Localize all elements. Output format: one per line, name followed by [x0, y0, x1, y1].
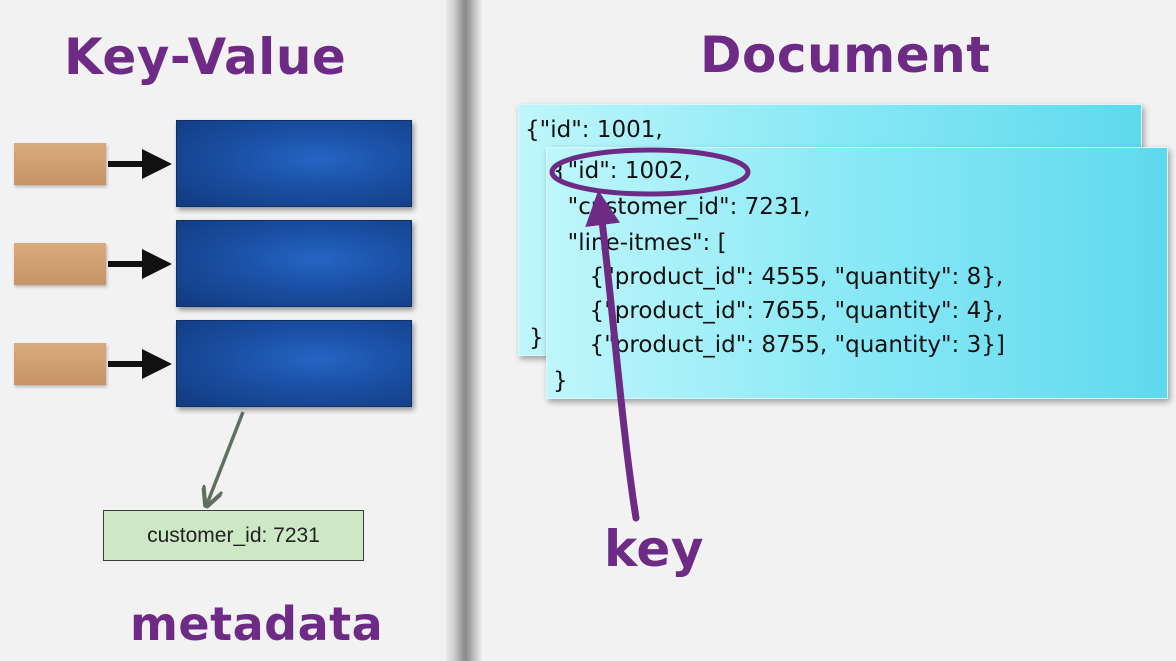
metadata-label: metadata — [130, 597, 384, 651]
back-doc-first-line: {"id": 1001, — [525, 117, 663, 143]
key-value-title: Key-Value — [64, 28, 347, 86]
metadata-arrow — [207, 411, 245, 504]
kv-value-block-2 — [176, 220, 412, 307]
doc-line-4: {"product_id": 4555, "quantity": 8}, — [553, 264, 1004, 290]
key-highlight-ellipse — [549, 147, 751, 197]
doc-line-5: {"product_id": 7655, "quantity": 4}, — [553, 298, 1004, 324]
kv-key-block-3 — [14, 343, 106, 385]
key-pointer-arrow — [585, 190, 640, 522]
kv-key-block-2 — [14, 243, 106, 285]
vertical-divider — [446, 0, 482, 661]
metadata-box: customer_id: 7231 — [103, 510, 364, 561]
document-card-front: {"id": 1002, "customer_id": 7231, "line-… — [546, 147, 1168, 399]
kv-key-block-1 — [14, 143, 106, 185]
key-label: key — [604, 520, 704, 578]
document-title: Document — [700, 26, 991, 84]
kv-value-block-3 — [176, 320, 412, 407]
doc-line-7: } — [553, 368, 568, 394]
doc-line-6: {"product_id": 8755, "quantity": 3}] — [553, 332, 1005, 358]
kv-value-block-1 — [176, 120, 412, 207]
back-doc-closing-brace: } — [529, 325, 544, 351]
doc-line-1: {"id": 1002, — [553, 158, 691, 184]
